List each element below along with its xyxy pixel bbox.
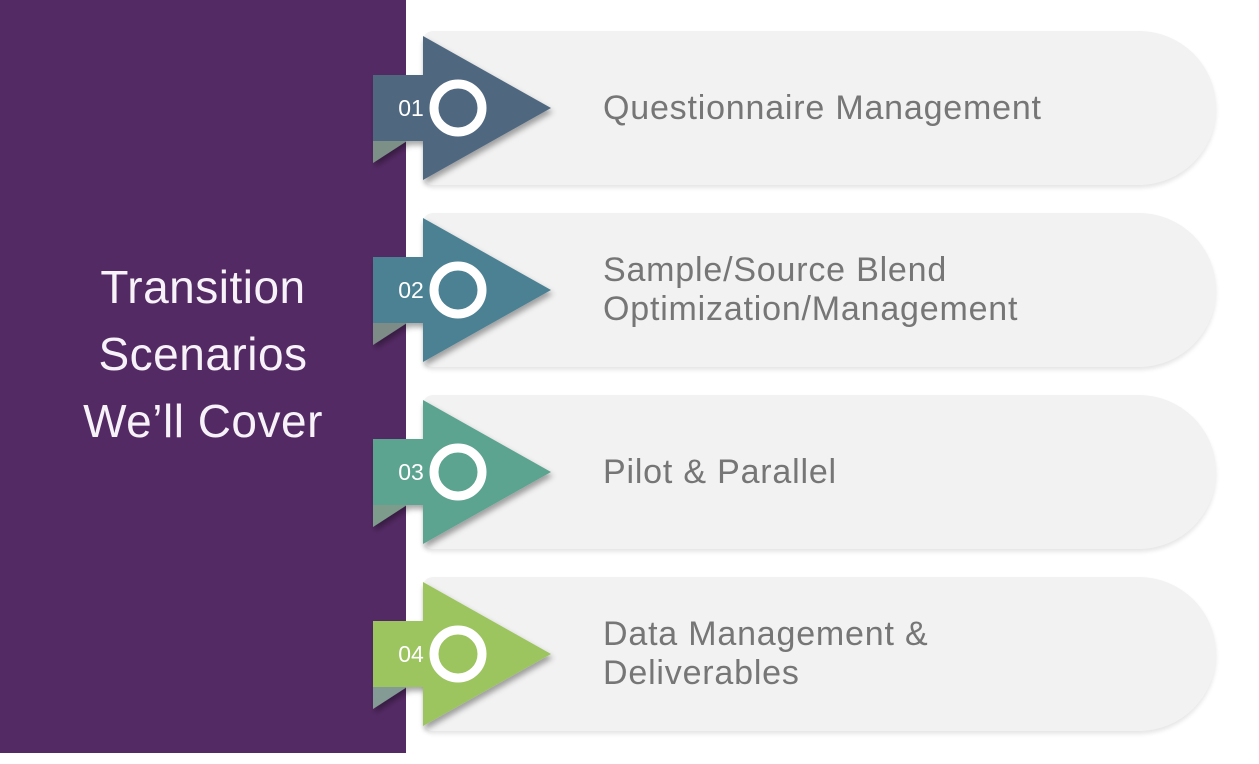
step-number: 01 xyxy=(398,95,424,121)
step-label-line: Questionnaire Management xyxy=(603,88,1042,127)
ring-icon xyxy=(429,625,487,683)
row-pill-background xyxy=(423,31,1216,185)
step-number: 04 xyxy=(398,641,424,667)
scenario-row: 04 Data Management & Deliverables xyxy=(373,577,1216,731)
ring-icon xyxy=(429,261,487,319)
tag-fold xyxy=(373,141,407,163)
step-marker: 02 xyxy=(373,218,551,362)
scenario-row: 01 Questionnaire Management xyxy=(373,31,1216,185)
step-label-line: Pilot & Parallel xyxy=(603,452,837,491)
scenario-list: 01 Questionnaire Management xyxy=(373,31,1216,731)
slide-title: Transition Scenarios We’ll Cover xyxy=(0,254,406,455)
slide-title-line: We’ll Cover xyxy=(83,395,323,447)
arrow-icon xyxy=(423,218,551,362)
arrow-icon xyxy=(423,36,551,180)
ring-icon xyxy=(429,443,487,501)
slide-title-line: Scenarios xyxy=(98,328,308,380)
scenario-row: 03 Pilot & Parallel xyxy=(373,395,1216,549)
step-label: Data Management & Deliverables xyxy=(603,577,928,731)
tag-fold xyxy=(373,687,407,709)
step-label: Sample/Source Blend Optimization/Managem… xyxy=(603,213,1018,367)
step-number: 02 xyxy=(398,277,424,303)
arrow-icon xyxy=(423,400,551,544)
step-label-line: Sample/Source Blend xyxy=(603,251,948,289)
slide-title-line: Transition xyxy=(100,261,306,313)
step-label-line: Deliverables xyxy=(603,654,800,692)
row-pill-background xyxy=(423,395,1216,549)
row-pill-background xyxy=(423,577,1216,731)
arrow-icon xyxy=(423,582,551,726)
step-label-line: Data Management & xyxy=(603,615,929,653)
step-label: Questionnaire Management xyxy=(603,31,1042,185)
step-marker: 04 xyxy=(373,582,551,726)
step-marker: 03 xyxy=(373,400,551,544)
ring-icon xyxy=(429,79,487,137)
step-label-line: Optimization/Management xyxy=(603,290,1019,328)
tag-fold xyxy=(373,505,407,527)
tag-fold xyxy=(373,323,407,345)
step-label: Pilot & Parallel xyxy=(603,395,837,549)
step-marker: 01 xyxy=(373,36,551,180)
row-pill-background xyxy=(423,213,1216,367)
scenario-row: 02 Sample/Source Blend Optimization/Mana… xyxy=(373,213,1216,367)
sidebar: Transition Scenarios We’ll Cover xyxy=(0,0,406,753)
step-number: 03 xyxy=(398,459,424,485)
